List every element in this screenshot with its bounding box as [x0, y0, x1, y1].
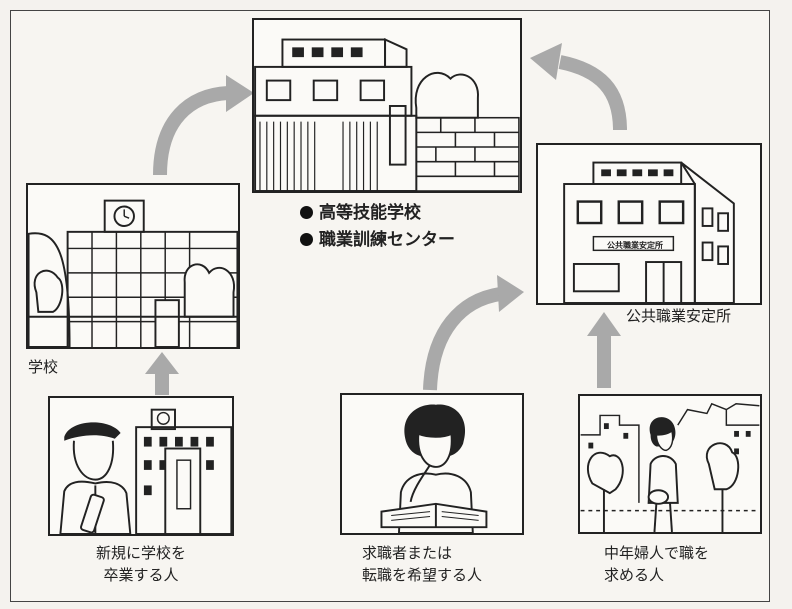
- training-center-labels: 高等技能学校 職業訓練センター: [300, 200, 455, 254]
- office-sign: 公共職業安定所: [607, 241, 663, 250]
- employment-office-panel: 公共職業安定所: [536, 143, 762, 305]
- job-seeker-caption: 求職者または 転職を希望する人: [362, 542, 482, 586]
- bullet-icon: [300, 206, 313, 219]
- middle-aged-woman-illustration: [580, 402, 760, 532]
- bullet-icon: [300, 233, 313, 246]
- job-seeker-illustration: [380, 404, 488, 533]
- graduate-panel: [48, 396, 234, 536]
- graduate-student-illustration: [59, 408, 232, 534]
- job-seeker-panel: [340, 393, 524, 535]
- middle-aged-woman-caption-line: 求める人: [604, 566, 665, 584]
- middle-aged-woman-panel: [578, 394, 762, 534]
- school-panel: [26, 183, 240, 349]
- graduate-caption-line: 新規に学校を: [95, 544, 186, 562]
- training-center-item: 職業訓練センター: [300, 227, 455, 254]
- middle-aged-woman-caption: 中年婦人で職を 求める人: [604, 542, 709, 586]
- training-center-building-illustration: [254, 38, 520, 191]
- training-center-panel: [252, 18, 522, 193]
- job-seeker-caption-line: 転職を希望する人: [362, 566, 483, 584]
- school-building-illustration: [28, 199, 238, 347]
- employment-office-building-illustration: [563, 161, 735, 303]
- training-center-item: 高等技能学校: [300, 200, 455, 227]
- middle-aged-woman-caption-line: 中年婦人で職を: [604, 544, 710, 562]
- graduate-caption-line: 卒業する人: [103, 566, 179, 584]
- job-seeker-caption-line: 求職者または: [362, 544, 453, 562]
- school-label: 学校: [28, 358, 59, 376]
- employment-office-label: 公共職業安定所: [626, 307, 732, 325]
- graduate-caption: 新規に学校を 卒業する人: [68, 542, 214, 586]
